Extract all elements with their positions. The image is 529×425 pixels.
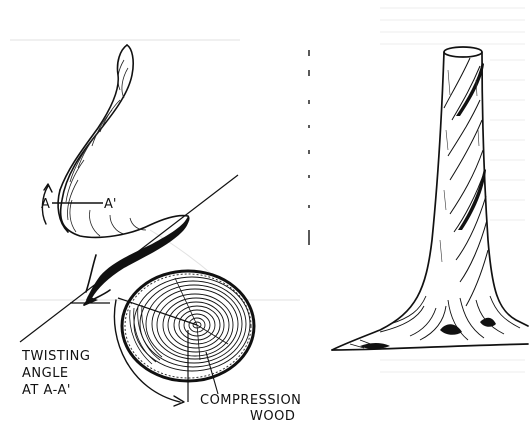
twisted-branch-figure: A A': [0, 0, 320, 425]
compression-label-line1: COMPRESSION: [200, 393, 301, 408]
spiral-trunk-figure: [320, 0, 529, 425]
compression-label-line2: WOOD: [250, 409, 295, 424]
bark-texture: [440, 70, 479, 262]
section-marker-end: A': [104, 197, 116, 212]
spiral-trunk-drawing: [320, 0, 529, 425]
angle-label-line2: ANGLE: [22, 366, 69, 381]
trunk-outline: [332, 47, 528, 350]
section-marker-start: A: [41, 197, 50, 212]
angle-label-line3: AT A-A': [22, 383, 71, 398]
angle-label-line1: TWISTING: [21, 349, 90, 364]
twisted-branch-drawing: A A': [0, 0, 320, 425]
faint-background-marks: [10, 40, 300, 300]
